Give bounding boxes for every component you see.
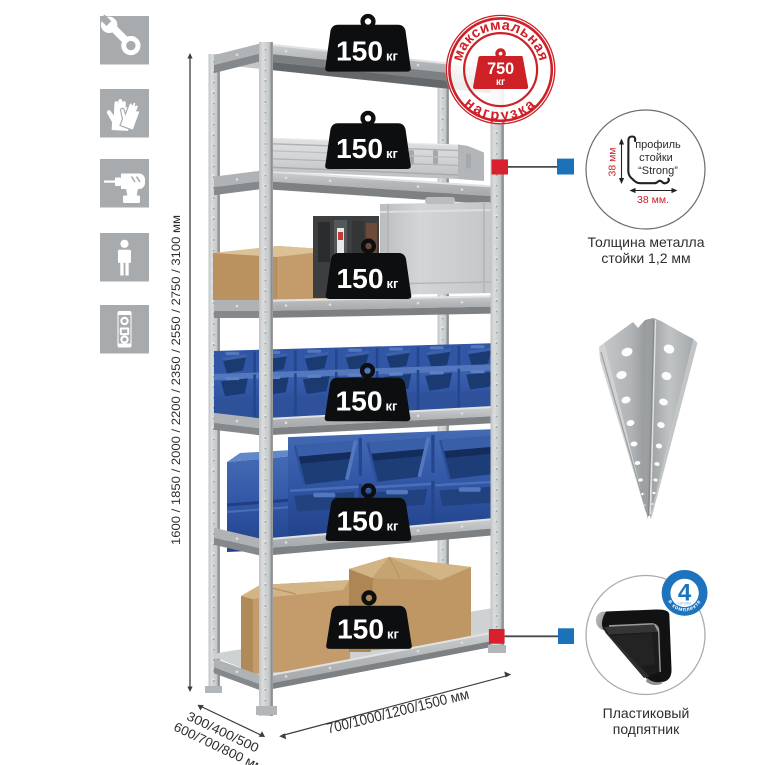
svg-text:150: 150 [336,132,383,164]
svg-text:38 мм.: 38 мм. [637,194,669,206]
svg-text:кг: кг [386,399,399,414]
svg-text:штуки: штуки [678,600,691,605]
svg-text:кг: кг [387,519,400,534]
svg-text:700/1000/1200/1500 мм: 700/1000/1200/1500 мм [325,687,471,738]
svg-text:“Strong”: “Strong” [638,165,678,177]
svg-text:150: 150 [335,385,382,417]
svg-text:150: 150 [337,613,384,645]
svg-text:150: 150 [336,262,383,294]
svg-text:4: 4 [678,579,692,606]
svg-text:Толщина металла: Толщина металла [588,234,705,250]
svg-text:профиль: профиль [635,139,681,151]
svg-text:кг: кг [386,48,399,63]
svg-text:1600 / 1850 / 2000 / 2200 / 23: 1600 / 1850 / 2000 / 2200 / 2350 / 2550 … [169,215,183,545]
svg-text:кг: кг [386,146,399,161]
svg-text:Пластиковый: Пластиковый [603,705,690,721]
svg-text:150: 150 [336,34,383,66]
svg-text:стойки: стойки [639,152,673,164]
svg-text:кг: кг [387,627,400,642]
svg-text:стойки 1,2 мм: стойки 1,2 мм [601,250,690,266]
svg-text:750: 750 [487,60,514,78]
svg-text:150: 150 [336,505,383,537]
svg-text:кг: кг [496,77,505,88]
svg-text:38 мм: 38 мм [607,147,619,176]
svg-text:кг: кг [387,276,400,291]
svg-text:подпятник: подпятник [613,721,680,737]
